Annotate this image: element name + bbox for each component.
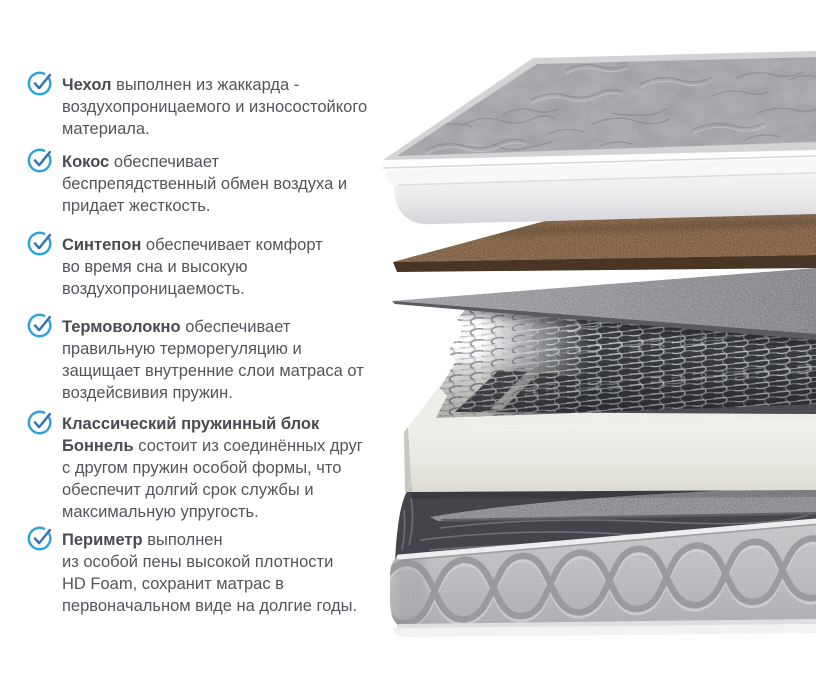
feature-text: Кокос обеспечивает беспрепядственный обм…: [62, 151, 410, 217]
base-felt-layer: [430, 487, 816, 522]
check-icon: [27, 410, 52, 435]
feature-description: выполнен из жаккарда - воздухопроницаемо…: [62, 76, 368, 138]
jacquard-cover-layer: [381, 51, 816, 170]
feature-term: Периметр: [62, 531, 143, 549]
inner-foam-sheet: [386, 153, 816, 186]
feature-text: Периметр выполнен из особой пены высокой…: [62, 529, 410, 617]
feature-term: Синтепон: [62, 236, 142, 254]
bottom-piping: [397, 619, 816, 630]
feature-term: Классический пружинный блок Боннель: [62, 415, 320, 455]
feature-description: состоит из соединённых друг с другом пру…: [62, 437, 363, 521]
coconut-coir-layer: [393, 209, 816, 272]
check-icon: [27, 231, 52, 256]
feature-term: Термоволокно: [62, 318, 181, 336]
thermofiber-layer: [392, 268, 816, 340]
check-icon: [27, 526, 52, 551]
top-piping: [396, 518, 816, 560]
mattress-base-layer: [390, 483, 816, 637]
feature-text: Классический пружинный блок Боннель сост…: [62, 413, 410, 523]
feature-description: обеспечивает правильную терморегуляцию и…: [62, 318, 364, 402]
feature-term: Кокос: [62, 153, 110, 171]
bonnel-spring-block-layer: [436, 302, 816, 418]
feature-description: обеспечивает комфорт во время сна и высо…: [62, 236, 323, 298]
check-icon: [27, 71, 52, 96]
check-icon: [27, 148, 52, 173]
feature-text: Термоволокно обеспечивает правильную тер…: [62, 316, 410, 404]
feature-text: Чехол выполнен из жаккарда - воздухопрон…: [62, 74, 410, 140]
feature-description: обеспечивает беспрепядственный обмен воз…: [62, 153, 348, 215]
feature-term: Чехол: [62, 76, 112, 94]
sintepon-layer: [386, 153, 816, 225]
feature-text: Синтепон обеспечивает комфорт во время с…: [62, 234, 410, 300]
feature-description: выполнен из особой пены высокой плотност…: [62, 531, 358, 615]
check-icon: [27, 313, 52, 338]
